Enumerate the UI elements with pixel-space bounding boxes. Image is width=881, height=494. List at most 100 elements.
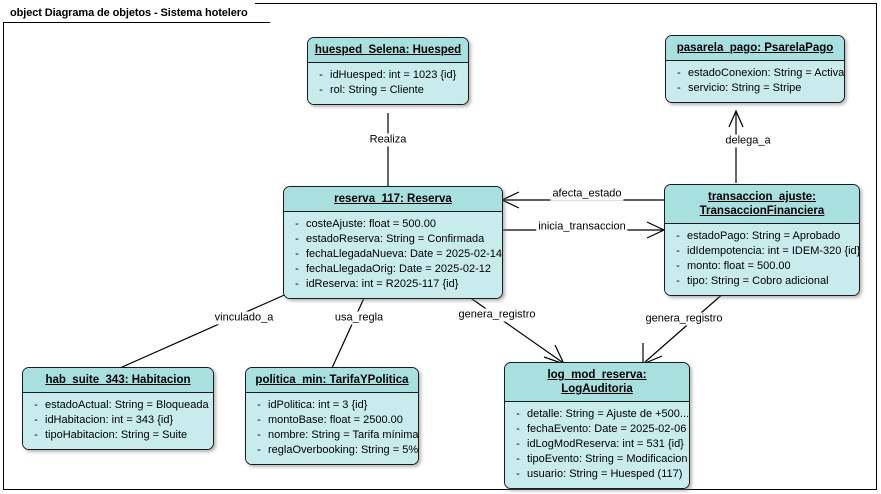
attribute-visibility-marker: -: [34, 399, 38, 411]
attribute-visibility-marker: -: [676, 275, 680, 287]
object-reserva-117[interactable]: reserva_117: Reserva - costeAjuste: floa…: [283, 186, 503, 299]
attribute-text: detalle: String = Ajuste de +500....: [527, 408, 690, 420]
object-title-politica: politica_min: TarifaYPolitica: [255, 374, 409, 386]
attribute-row: - usuario: String = Huesped (117): [509, 467, 685, 482]
attribute-row: - tipo: String = Cobro adicional: [669, 274, 855, 289]
object-body-huesped: - idHuesped: int = 1023 {id} - rol: Stri…: [308, 63, 468, 104]
attribute-row: - detalle: String = Ajuste de +500....: [509, 407, 689, 422]
attribute-visibility-marker: -: [295, 218, 299, 230]
attribute-row: - idIdempotencia: int = IDEM-320 {id}: [669, 244, 859, 259]
link-label-afecta-estado: afecta_estado: [550, 187, 624, 201]
attribute-visibility-marker: -: [516, 438, 520, 450]
attribute-row: - tipoHabitacion: String = Suite: [27, 428, 209, 443]
attribute-text: montoBase: float = 2500.00: [268, 414, 403, 426]
attribute-row: - costeAjuste: float = 500.00: [288, 217, 498, 232]
attribute-text: costeAjuste: float = 500.00: [306, 218, 436, 230]
diagram-frame: [3, 3, 877, 490]
object-title-transaccion-line2: TransaccionFinanciera: [699, 205, 825, 217]
attribute-text: monto: float = 500.00: [687, 260, 791, 272]
attribute-text: fechaEvento: Date = 2025-02-06: [527, 423, 687, 435]
attribute-row: - montoBase: float = 2500.00: [250, 413, 414, 428]
attribute-visibility-marker: -: [257, 414, 261, 426]
object-header-transaccion: transaccion_ajuste: TransaccionFinancier…: [665, 185, 859, 224]
link-label-inicia-transaccion: inicia_transaccion: [536, 220, 628, 234]
object-title-log: log_mod_reserva: LogAuditoria: [547, 369, 647, 395]
attribute-text: idHabitacion: int = 343 {id}: [45, 414, 174, 426]
attribute-text: tipoHabitacion: String = Suite: [45, 429, 188, 441]
attribute-visibility-marker: -: [516, 408, 520, 420]
attribute-visibility-marker: -: [676, 230, 680, 242]
object-title-reserva: reserva_117: Reserva: [334, 193, 452, 205]
attribute-text: idHuesped: int = 1023 {id}: [330, 69, 457, 81]
object-pasarela-pago[interactable]: pasarela_pago: PsarelaPago - estadoConex…: [665, 35, 845, 103]
object-body-politica: - idPolitica: int = 3 {id} - montoBase: …: [246, 393, 418, 464]
attribute-row: - rol: String = Cliente: [312, 83, 464, 98]
attribute-text: usuario: String = Huesped (117): [527, 468, 683, 480]
attribute-row: - idHuesped: int = 1023 {id}: [312, 68, 464, 83]
attribute-text: idPolitica: int = 3 {id}: [268, 399, 368, 411]
object-body-transaccion: - estadoPago: String = Aprobado - idIdem…: [665, 224, 859, 295]
attribute-text: idLogModReserva: int = 531 {id}: [527, 438, 684, 450]
attribute-text: nombre: String = Tarifa mínima: [268, 429, 419, 441]
attribute-text: idIdempotencia: int = IDEM-320 {id}: [687, 245, 860, 257]
object-title-transaccion-line1: transaccion_ajuste:: [707, 191, 816, 203]
attribute-text: tipo: String = Cobro adicional: [687, 275, 829, 287]
attribute-row: - fechaLlegadaNueva: Date = 2025-02-14: [288, 247, 502, 262]
attribute-row: - fechaLlegadaOrig: Date = 2025-02-12: [288, 262, 498, 277]
attribute-visibility-marker: -: [676, 260, 680, 272]
attribute-visibility-marker: -: [257, 399, 261, 411]
diagram-frame-tab: object Diagrama de objetos - Sistema hot…: [3, 3, 271, 23]
attribute-visibility-marker: -: [34, 414, 38, 426]
attribute-visibility-marker: -: [516, 453, 520, 465]
object-body-habitacion: - estadoActual: String = Bloqueada - idH…: [23, 393, 213, 449]
attribute-text: idReserva: int = R2025-117 {id}: [306, 278, 459, 290]
attribute-text: rol: String = Cliente: [330, 84, 424, 96]
attribute-row: - idReserva: int = R2025-117 {id}: [288, 277, 498, 292]
link-label-genera-registro-reserva: genera_registro: [456, 308, 538, 322]
attribute-text: servicio: String = Stripe: [688, 82, 802, 94]
link-vinculado-a: [119, 284, 308, 369]
attribute-visibility-marker: -: [257, 429, 261, 441]
attribute-visibility-marker: -: [34, 429, 38, 441]
attribute-visibility-marker: -: [295, 248, 299, 260]
attribute-visibility-marker: -: [677, 67, 681, 79]
attribute-visibility-marker: -: [677, 82, 681, 94]
object-title-huesped: huesped_Selena: Huesped: [314, 44, 462, 56]
object-huesped-selena[interactable]: huesped_Selena: Huesped - idHuesped: int…: [307, 37, 469, 105]
attribute-visibility-marker: -: [295, 278, 299, 290]
object-header-habitacion: hab_suite_343: Habitacion: [23, 368, 213, 393]
object-header-reserva: reserva_117: Reserva: [284, 187, 502, 212]
object-header-politica: politica_min: TarifaYPolitica: [246, 368, 418, 393]
object-body-log: - detalle: String = Ajuste de +500.... -…: [505, 402, 689, 488]
attribute-row: - servicio: String = Stripe: [670, 81, 840, 96]
attribute-visibility-marker: -: [516, 468, 520, 480]
attribute-visibility-marker: -: [257, 444, 261, 456]
object-title-pasarela: pasarela_pago: PsarelaPago: [676, 42, 834, 54]
object-transaccion-ajuste[interactable]: transaccion_ajuste: TransaccionFinancier…: [664, 184, 860, 296]
attribute-text: tipoEvento: String = Modificacion: [527, 453, 688, 465]
object-title-habitacion: hab_suite_343: Habitacion: [45, 374, 191, 386]
attribute-row: - reglaOverbooking: String = 5%: [250, 443, 418, 458]
attribute-visibility-marker: -: [295, 233, 299, 245]
link-label-delega-a: delega_a: [723, 134, 773, 148]
object-header-pasarela: pasarela_pago: PsarelaPago: [666, 36, 844, 61]
object-politica-min[interactable]: politica_min: TarifaYPolitica - idPoliti…: [245, 367, 419, 465]
attribute-text: estadoReserva: String = Confirmada: [306, 233, 485, 245]
object-body-pasarela: - estadoConexion: String = Activa - serv…: [666, 61, 844, 102]
attribute-row: - estadoPago: String = Aprobado: [669, 229, 855, 244]
attribute-row: - fechaEvento: Date = 2025-02-06: [509, 422, 687, 437]
attribute-row: - monto: float = 500.00: [669, 259, 855, 274]
attribute-row: - nombre: String = Tarifa mínima: [250, 428, 418, 443]
link-delega-a: [728, 109, 744, 183]
object-header-huesped: huesped_Selena: Huesped: [308, 38, 468, 63]
attribute-visibility-marker: -: [676, 245, 680, 257]
object-log-mod-reserva[interactable]: log_mod_reserva: LogAuditoria - detalle:…: [504, 362, 690, 489]
attribute-text: fechaLlegadaOrig: Date = 2025-02-12: [306, 263, 491, 275]
attribute-visibility-marker: -: [295, 263, 299, 275]
link-label-genera-registro-transaccion: genera_registro: [643, 312, 725, 326]
object-hab-suite-343[interactable]: hab_suite_343: Habitacion - estadoActual…: [22, 367, 214, 450]
link-label-usa-regla: usa_regla: [332, 311, 386, 325]
attribute-text: fechaLlegadaNueva: Date = 2025-02-14: [306, 248, 503, 260]
attribute-row: - estadoActual: String = Bloqueada: [27, 398, 209, 413]
attribute-text: reglaOverbooking: String = 5%: [268, 444, 419, 456]
